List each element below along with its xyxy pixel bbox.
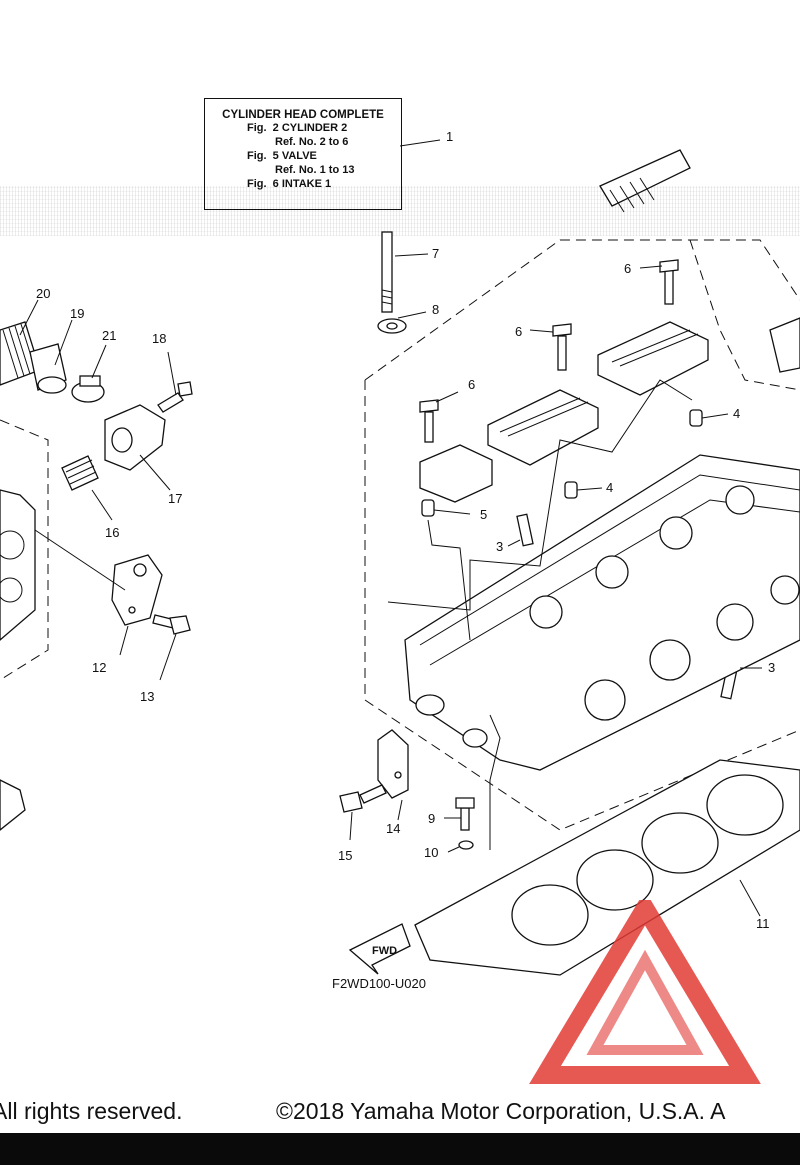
bolt-part-6b: [552, 323, 572, 371]
callout-7: 7: [432, 246, 439, 261]
cylinder-head-left-partial: [0, 489, 36, 831]
scan-noise-band: [0, 186, 800, 236]
cam-cap-right: [597, 321, 709, 396]
gasket-part-11: [414, 759, 800, 976]
bolt-part-9: [455, 797, 475, 831]
callout-11: 11: [756, 916, 770, 931]
bolt-part-6c: [419, 399, 439, 443]
callout-4a: 4: [733, 406, 740, 421]
callout-15: 15: [338, 848, 352, 863]
tube-right: [599, 149, 800, 373]
ref-line-1: Ref. No. 2 to 6: [275, 136, 349, 148]
callout-10: 10: [424, 845, 438, 860]
bracket-part-14: [377, 729, 409, 799]
dowel-part-5: [421, 499, 435, 517]
callout-3b: 3: [768, 660, 775, 675]
callout-8: 8: [432, 302, 439, 317]
footer-rights: All rights reserved.: [0, 1098, 183, 1124]
bolt-part-13: [152, 614, 191, 635]
callout-4b: 4: [606, 480, 613, 495]
assembly-outline-left: [0, 419, 49, 681]
dowel-part-4a: [689, 409, 703, 427]
callout-13: 13: [140, 689, 154, 704]
title-heading: CYLINDER HEAD COMPLETE: [222, 109, 384, 121]
fig-line-3: Fig. 6 INTAKE 1: [247, 178, 332, 190]
stud-part-7: [381, 231, 393, 313]
washer-part-8: [377, 318, 407, 334]
callout-6a: 6: [624, 261, 631, 276]
callout-9: 9: [428, 811, 435, 826]
callout-16: 16: [105, 525, 119, 540]
callout-18: 18: [152, 331, 166, 346]
fig-line-1: Fig. 2 CYLINDER 2: [247, 122, 348, 134]
clamp-part-21: [71, 375, 105, 403]
cylinder-head-main: [404, 454, 800, 771]
callout-17: 17: [168, 491, 182, 506]
footer-copyright: ©2018 Yamaha Motor Corporation, U.S.A. A: [276, 1098, 726, 1124]
callout-1: 1: [446, 129, 453, 144]
fig-line-2: Fig. 5 VALVE: [247, 150, 317, 162]
assembly-outline-right: [364, 239, 800, 831]
callout-21: 21: [102, 328, 116, 343]
guide-part-3a: [516, 513, 534, 547]
cam-cap-middle: [487, 389, 599, 466]
fwd-label: FWD: [372, 945, 397, 957]
bolt-part-18: [157, 381, 193, 413]
callout-6b: 6: [515, 324, 522, 339]
bottom-bar: [0, 1133, 800, 1165]
figure-code: F2WD100-U020: [332, 976, 426, 991]
washer-part-10: [458, 840, 474, 850]
footer: All rights reserved. ©2018 Yamaha Motor …: [0, 1094, 800, 1130]
dowel-part-4b: [564, 481, 578, 499]
fwd-arrow-icon: FWD: [348, 923, 411, 975]
callout-3a: 3: [496, 539, 503, 554]
callout-14: 14: [386, 821, 400, 836]
callout-19: 19: [70, 306, 84, 321]
sensor-part-16: [61, 455, 99, 491]
ref-line-2: Ref. No. 1 to 13: [275, 164, 355, 176]
bolt-part-6a: [659, 259, 679, 305]
pipe-part-19: [29, 343, 67, 394]
bolt-part-15: [339, 784, 387, 813]
callout-20: 20: [36, 286, 50, 301]
callout-12: 12: [92, 660, 106, 675]
title-box: CYLINDER HEAD COMPLETE Fig. 2 CYLINDER 2…: [204, 98, 402, 210]
cam-cap-left: [419, 444, 493, 503]
callout-6c: 6: [468, 377, 475, 392]
tube-outline: [689, 239, 800, 391]
bracket-part-12: [111, 554, 163, 626]
housing-part-17: [104, 404, 166, 471]
callout-5: 5: [480, 507, 487, 522]
